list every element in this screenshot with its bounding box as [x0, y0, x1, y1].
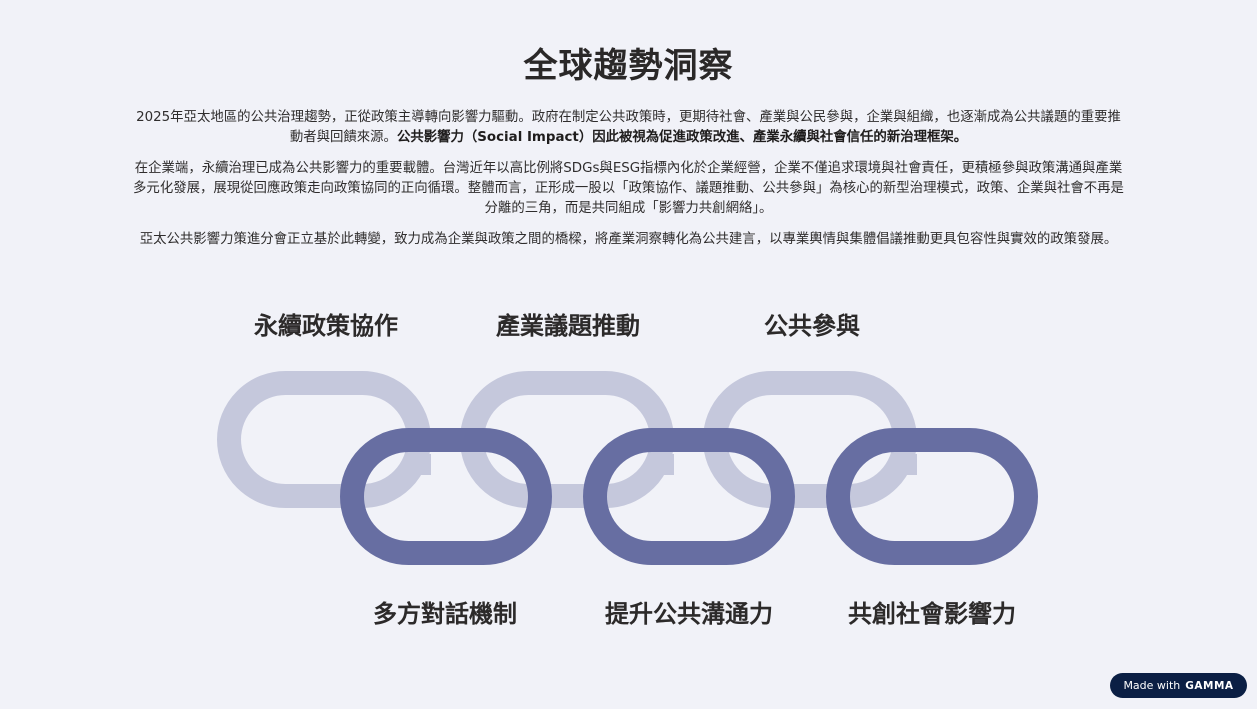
badge-prefix: Made with	[1123, 679, 1181, 692]
enterprise-paragraph: 在企業端，永續治理已成為公共影響力的重要載體。台灣近年以高比例將SDGs與ESG…	[133, 161, 1124, 216]
chain-links-illustration	[217, 371, 1038, 565]
page-title: 全球趨勢洞察	[523, 46, 734, 86]
chain-link-dark-3	[826, 428, 1038, 565]
label-issue-advocacy: 產業議題推動	[496, 311, 640, 340]
chain-link-dark-2	[583, 428, 795, 565]
label-public-communication: 提升公共溝通力	[605, 599, 773, 628]
intro-highlight: 公共影響力（Social Impact）因此被視為促進政策改進、產業永續與社會信…	[396, 130, 968, 145]
chain-link-dark-1	[340, 428, 552, 565]
intro-text: 2025年亞太地區的公共治理趨勢，正從政策主導轉向影響力驅動。政府在制定公共政策…	[136, 110, 1121, 145]
intro-paragraph: 2025年亞太地區的公共治理趨勢，正從政策主導轉向影響力驅動。政府在制定公共政策…	[130, 108, 1127, 148]
gamma-logo-text: GAMMA	[1185, 679, 1234, 692]
label-multi-dialogue: 多方對話機制	[373, 599, 517, 628]
label-social-impact: 共創社會影響力	[848, 599, 1016, 628]
label-public-participation: 公共參與	[764, 311, 860, 340]
mission-paragraph: 亞太公共影響力策進分會正立基於此轉變，致力成為企業與政策之間的橋樑，將產業洞察轉…	[139, 232, 1118, 247]
label-policy-collaboration: 永續政策協作	[254, 311, 398, 340]
made-with-gamma-badge[interactable]: Made with GAMMA	[1110, 673, 1247, 698]
